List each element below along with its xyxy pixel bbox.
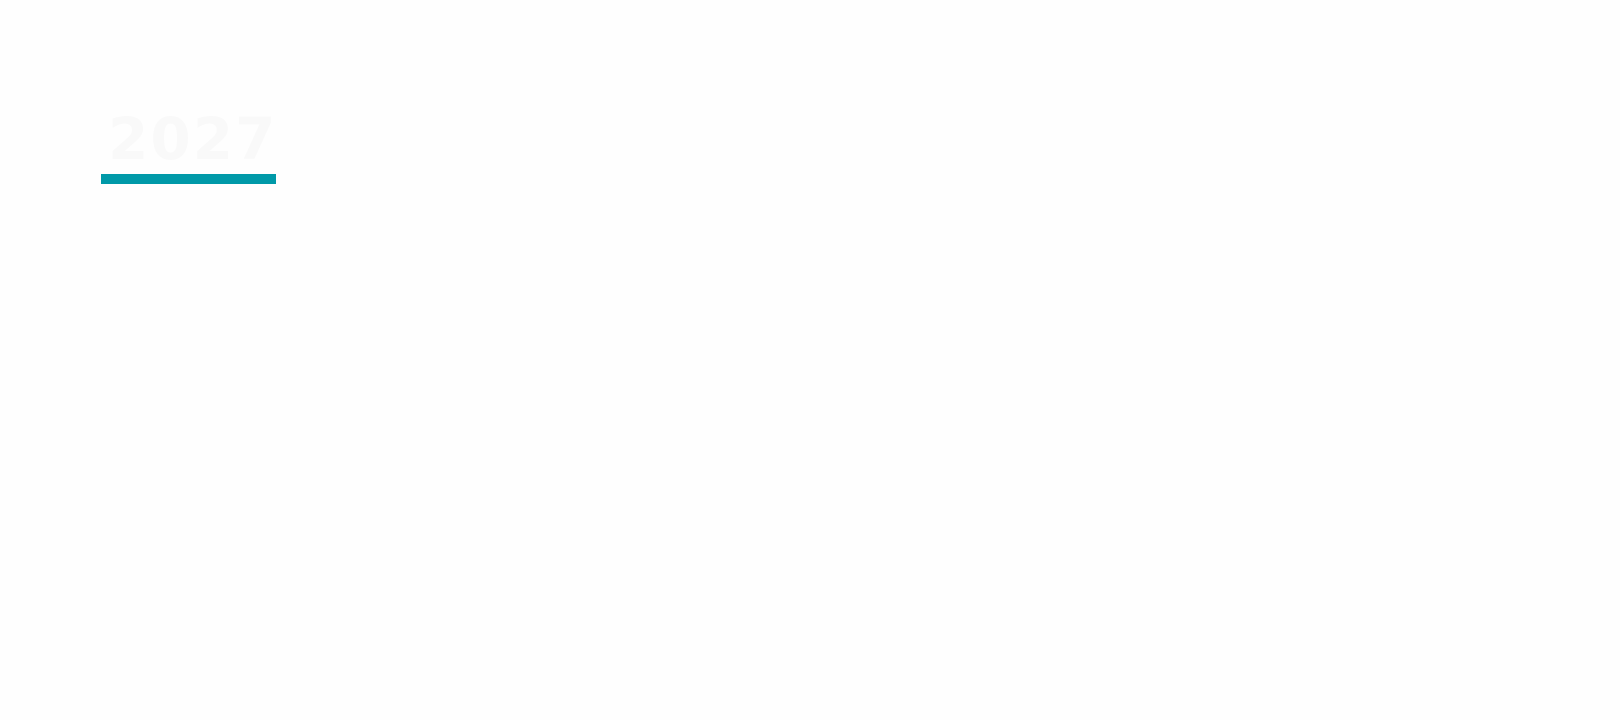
year-heading: 2027 — [108, 105, 278, 173]
accent-underline — [101, 174, 276, 184]
